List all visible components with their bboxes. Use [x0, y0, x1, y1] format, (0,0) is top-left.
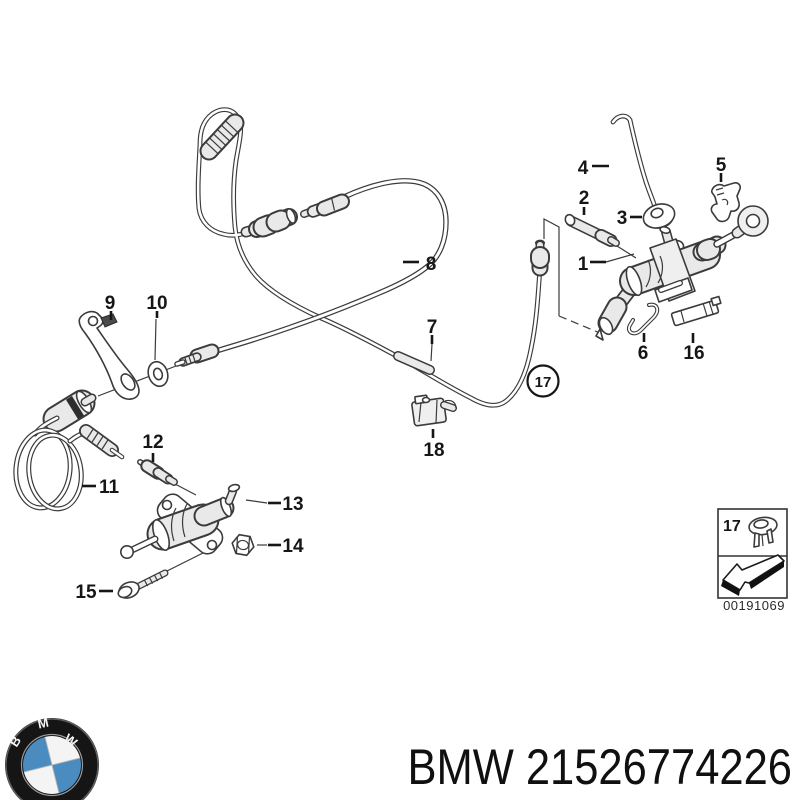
filler-pipe-2 [564, 213, 620, 247]
part-label-11: 11 [99, 477, 120, 498]
pipe-clip-18 [411, 394, 457, 427]
expansion-rivet-icon [748, 516, 778, 548]
bmw-roundel-logo: B M W [5, 715, 99, 800]
spring-pin-6 [627, 302, 660, 336]
part-label-3: 3 [617, 208, 628, 229]
part-label-7: 7 [427, 317, 438, 338]
part-label-6: 6 [638, 343, 649, 364]
part-labels: 1 2 3 4 5 6 7 8 9 10 11 12 13 14 15 16 1… [75, 155, 726, 603]
part-label-1: 1 [578, 254, 589, 275]
part-label-18: 18 [423, 440, 444, 461]
master-cylinder-1 [595, 205, 769, 341]
part-label-5: 5 [716, 155, 727, 176]
inset-label-17: 17 [723, 518, 741, 535]
vent-pipe-4 [610, 113, 659, 213]
grommet-3 [642, 203, 676, 229]
union-fitting-12 [137, 459, 178, 486]
part-label-13: 13 [282, 494, 303, 515]
part-label-14: 14 [282, 536, 304, 557]
part-label-15: 15 [75, 582, 97, 603]
bolt-15 [117, 569, 169, 599]
part-label-12: 12 [142, 432, 163, 453]
part-number-title: BMW 21526774226 [407, 739, 792, 795]
retaining-clip-5 [710, 182, 741, 223]
logo-letter-m: M [36, 715, 50, 732]
roundel-quadrants [23, 736, 81, 794]
inset-legend-box: 17 00191069 [717, 508, 788, 613]
circled-callout-17: 17 [526, 364, 560, 398]
inset-image-code: 00191069 [723, 598, 785, 613]
circled-callout-17-text: 17 [535, 374, 552, 391]
clutch-pipe-7 [195, 107, 550, 408]
part-label-9: 9 [105, 293, 116, 314]
hose-spiral-protector [199, 113, 245, 161]
part-label-8: 8 [426, 254, 437, 275]
construction-lines [97, 218, 667, 573]
part-label-2: 2 [579, 188, 590, 209]
washer-10 [147, 360, 169, 388]
slider-16 [670, 295, 722, 327]
label-leaders [82, 164, 723, 593]
part-label-16: 16 [683, 343, 704, 364]
pressure-damper [42, 389, 97, 433]
part-label-4: 4 [578, 158, 589, 179]
slave-cylinder-13 [120, 483, 241, 559]
coiled-pipe-11 [13, 415, 125, 512]
part-label-10: 10 [146, 293, 167, 314]
nut-14 [231, 533, 255, 557]
direction-arrow-icon [721, 554, 785, 596]
holder-bracket-9 [78, 310, 140, 400]
quick-coupling [240, 193, 350, 238]
clutch-hose-8 [174, 178, 449, 367]
